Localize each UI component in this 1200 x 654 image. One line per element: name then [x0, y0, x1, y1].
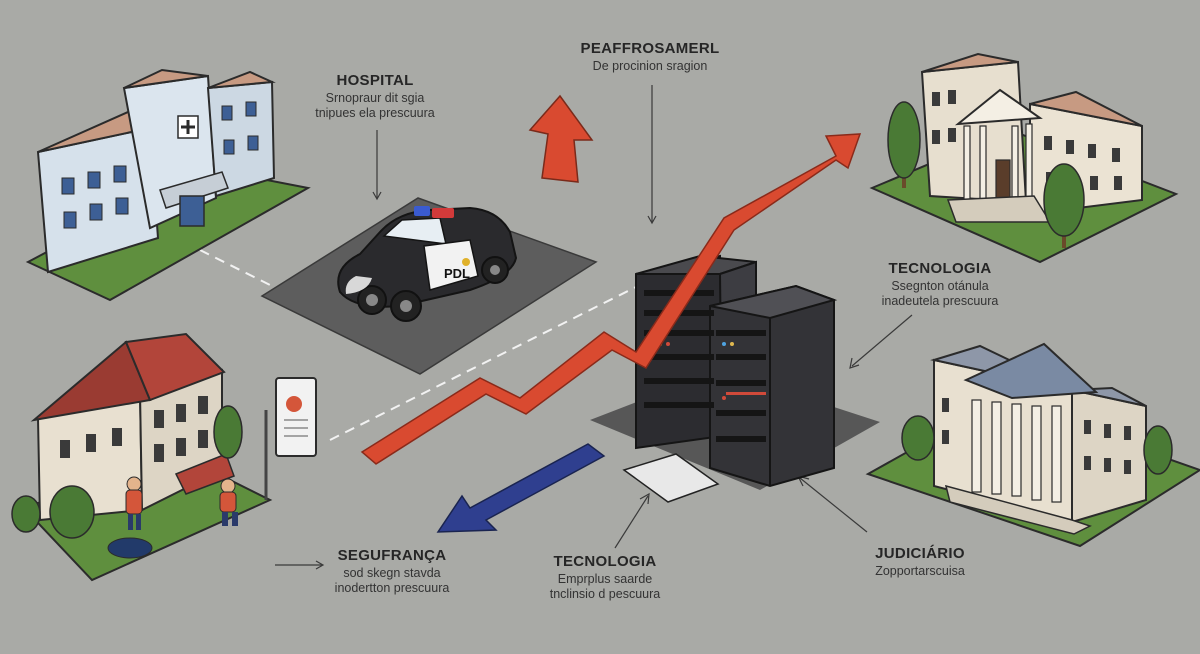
police-car-text: PDL	[444, 266, 470, 281]
table-icon	[107, 537, 153, 559]
seguranca-line2: inodertton prescuura	[334, 581, 450, 596]
tecnologia-right-label: TECNOLOGIA Ssegnton otánula inadeutela p…	[860, 260, 1020, 310]
hospital-line1: Srnopraur dit sgia	[325, 90, 425, 105]
tecnologia-bottom-label: TECNOLOGIA Emprplus saarde tnclinsio d p…	[525, 553, 685, 603]
pointer-lines	[275, 85, 913, 570]
police-car-illustration: PDL	[260, 197, 598, 375]
judiciario-line1: Zopportarscuisa	[875, 563, 965, 578]
decline-arrow-icon	[436, 443, 606, 533]
judiciario-label: JUDICIÁRIO Zopportarscuisa	[850, 545, 990, 579]
sign-post-icon	[264, 377, 317, 500]
hospital-label: HOSPITAL Srnopraur dit sgia tnipues ela …	[290, 72, 460, 122]
government-building-illustration	[869, 52, 1179, 264]
tree-icon	[11, 495, 41, 533]
growth-trend-arrow	[360, 133, 862, 465]
tecnologia-right-line2: inadeutela prescuura	[881, 294, 999, 309]
tree-icon	[901, 415, 935, 461]
tecnologia-right-line1: Ssegnton otánula	[891, 278, 989, 293]
person-icon	[219, 478, 238, 526]
hospital-building-illustration	[25, 68, 311, 302]
header-subtitle: De procinion sragion	[592, 58, 708, 73]
header-title: PEAFFROSAMERL	[580, 40, 720, 57]
server-rack-illustration	[590, 254, 880, 503]
hospital-title: HOSPITAL	[336, 72, 414, 89]
judiciario-title: JUDICIÁRIO	[875, 545, 965, 562]
house-with-people-illustration	[11, 332, 317, 582]
seguranca-line1: sod skegn stavda	[343, 565, 441, 580]
seguranca-title: SEGUFRANÇA	[337, 547, 447, 564]
seguranca-label: SEGUFRANÇA sod skegn stavda inodertton p…	[312, 547, 472, 597]
tree-icon	[213, 405, 243, 459]
tree-icon	[49, 485, 95, 539]
keyboard-icon	[622, 453, 720, 503]
tecnologia-bottom-title: TECNOLOGIA	[553, 553, 657, 570]
tree-icon	[887, 101, 921, 188]
tecnologia-bottom-line2: tnclinsio d pescuura	[549, 587, 661, 602]
tecnologia-right-title: TECNOLOGIA	[888, 260, 992, 277]
header-label: PEAFFROSAMERL De procinion sragion	[560, 40, 740, 74]
up-arrow-icon	[528, 94, 594, 183]
tree-icon	[1143, 425, 1173, 475]
hospital-line2: tnipues ela prescuura	[315, 106, 435, 121]
tree-icon	[1043, 163, 1085, 248]
tecnologia-bottom-line1: Emprplus saarde	[557, 571, 653, 586]
courthouse-illustration	[865, 342, 1200, 548]
person-icon	[125, 476, 143, 530]
